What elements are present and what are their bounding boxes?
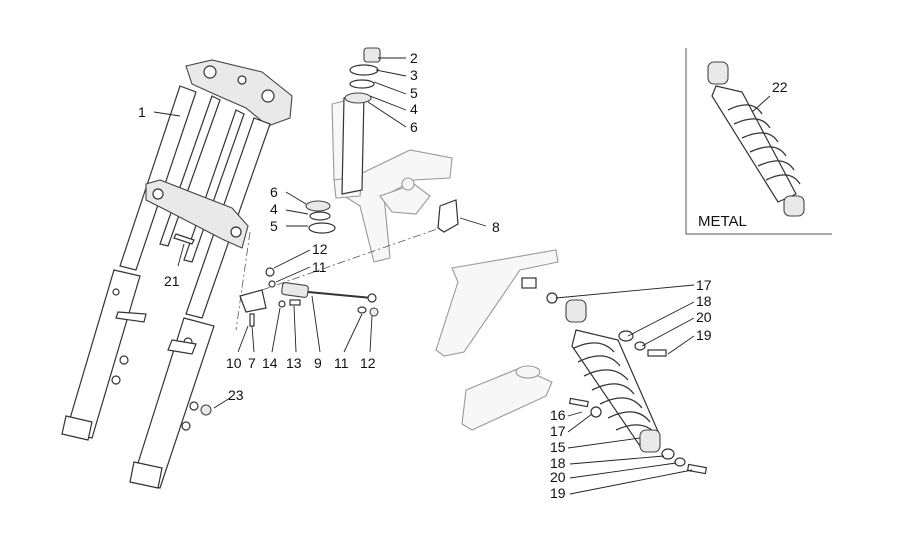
steering-frame <box>305 47 459 263</box>
callout-8: 8 <box>492 219 500 235</box>
callout-2: 2 <box>410 50 418 66</box>
callout-4: 4 <box>410 101 418 117</box>
callout-18b: 18 <box>550 455 566 471</box>
callout-22: 22 <box>772 79 788 95</box>
callouts: 1 2 3 5 4 6 6 4 5 8 12 11 21 10 7 14 13 … <box>138 50 788 501</box>
callout-11b: 11 <box>334 355 349 371</box>
callout-11: 11 <box>312 259 327 275</box>
callout-12b: 12 <box>360 355 376 371</box>
callout-23: 23 <box>228 387 244 403</box>
callout-19b: 19 <box>550 485 566 501</box>
callout-7: 7 <box>248 355 256 371</box>
callout-10: 10 <box>226 355 242 371</box>
callout-12: 12 <box>312 241 328 257</box>
callout-20b: 20 <box>550 469 566 485</box>
callout-9: 9 <box>314 355 322 371</box>
callout-5b: 5 <box>270 218 278 234</box>
callout-21: 21 <box>164 273 180 289</box>
callout-6b: 6 <box>270 184 278 200</box>
inset-label: METAL <box>698 213 747 230</box>
callout-6: 6 <box>410 119 418 135</box>
callout-16: 16 <box>550 407 566 423</box>
rear-frame <box>435 249 559 431</box>
inset-box <box>685 48 832 235</box>
callout-5: 5 <box>410 85 418 101</box>
callout-19: 19 <box>696 327 712 343</box>
callout-17: 17 <box>696 277 712 293</box>
callout-15: 15 <box>550 439 566 455</box>
steering-damper <box>200 227 441 416</box>
leader-lines <box>153 57 771 495</box>
callout-14: 14 <box>262 355 278 371</box>
callout-13: 13 <box>286 355 302 371</box>
front-fork <box>61 59 293 489</box>
callout-1: 1 <box>138 104 146 120</box>
callout-17b: 17 <box>550 423 566 439</box>
callout-4b: 4 <box>270 201 278 217</box>
rear-shock <box>546 292 708 475</box>
callout-20: 20 <box>696 309 712 325</box>
callout-18: 18 <box>696 293 712 309</box>
callout-3: 3 <box>410 67 418 83</box>
